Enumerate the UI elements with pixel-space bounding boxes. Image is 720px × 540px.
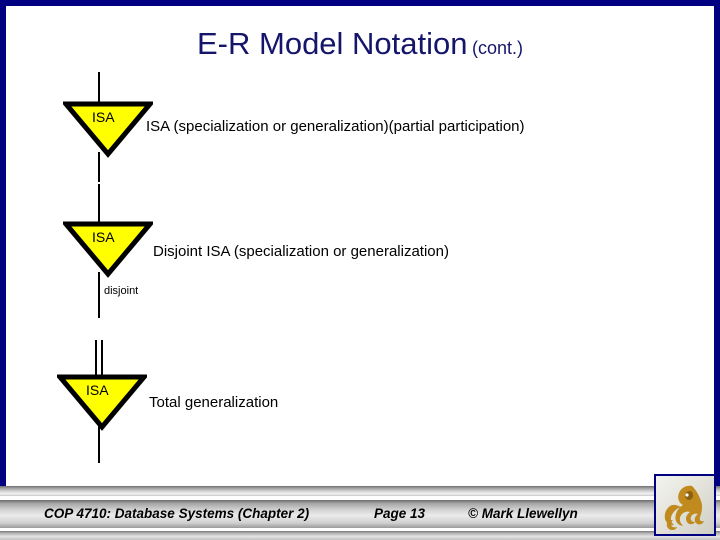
footer-bar-gap-top: [0, 496, 720, 500]
footer-bar-bottom: [0, 531, 720, 540]
isa-caption-2: Disjoint ISA (specialization or generali…: [153, 243, 449, 260]
disjoint-annotation: disjoint: [104, 285, 139, 297]
connector-line-above-2: [98, 184, 100, 222]
isa-caption-3: Total generalization: [149, 394, 279, 411]
pegasus-logo: [654, 474, 716, 536]
page-title: E-R Model Notation (cont.): [6, 26, 714, 62]
connector-line-above-3a: [95, 340, 97, 378]
footer-bar-top: [0, 486, 720, 496]
page-title-main: E-R Model Notation: [197, 26, 468, 61]
isa-caption-1: ISA (specialization or generalization)(p…: [146, 118, 525, 135]
footer-bar-gap-bottom: [0, 528, 720, 531]
isa-shape-label-3: ISA: [86, 382, 109, 398]
isa-shape-2[interactable]: ISA: [63, 220, 153, 278]
connector-line-below-1: [98, 152, 100, 182]
slide-border-left: [0, 0, 6, 494]
triangle-icon: [63, 101, 153, 158]
er-diagram: ISA ISA (specialization or generalizatio…: [57, 72, 525, 463]
connector-line-above-1: [98, 72, 100, 102]
isa-shape-3[interactable]: ISA: [57, 373, 147, 431]
footer-bar-main: [0, 500, 720, 528]
footer-copyright: © Mark Llewellyn: [468, 506, 578, 521]
footer-page-number: Page 13: [374, 506, 426, 521]
isa-shape-label-1: ISA: [92, 109, 115, 125]
isa-shape-label-2: ISA: [92, 229, 115, 245]
page-title-suffix: (cont.): [471, 38, 523, 58]
connector-line-below-3: [98, 425, 100, 463]
connector-line-above-3b: [101, 340, 103, 378]
isa-shape-1[interactable]: ISA: [63, 100, 153, 158]
footer-course: COP 4710: Database Systems (Chapter 2): [44, 506, 310, 521]
slide-border-right: [714, 0, 720, 494]
slide-border-top: [0, 0, 720, 6]
pegasus-icon: [664, 485, 704, 531]
footer: COP 4710: Database Systems (Chapter 2) P…: [0, 486, 720, 540]
connector-line-below-2: [98, 272, 100, 318]
triangle-icon: [57, 374, 147, 431]
triangle-icon: [63, 221, 153, 278]
